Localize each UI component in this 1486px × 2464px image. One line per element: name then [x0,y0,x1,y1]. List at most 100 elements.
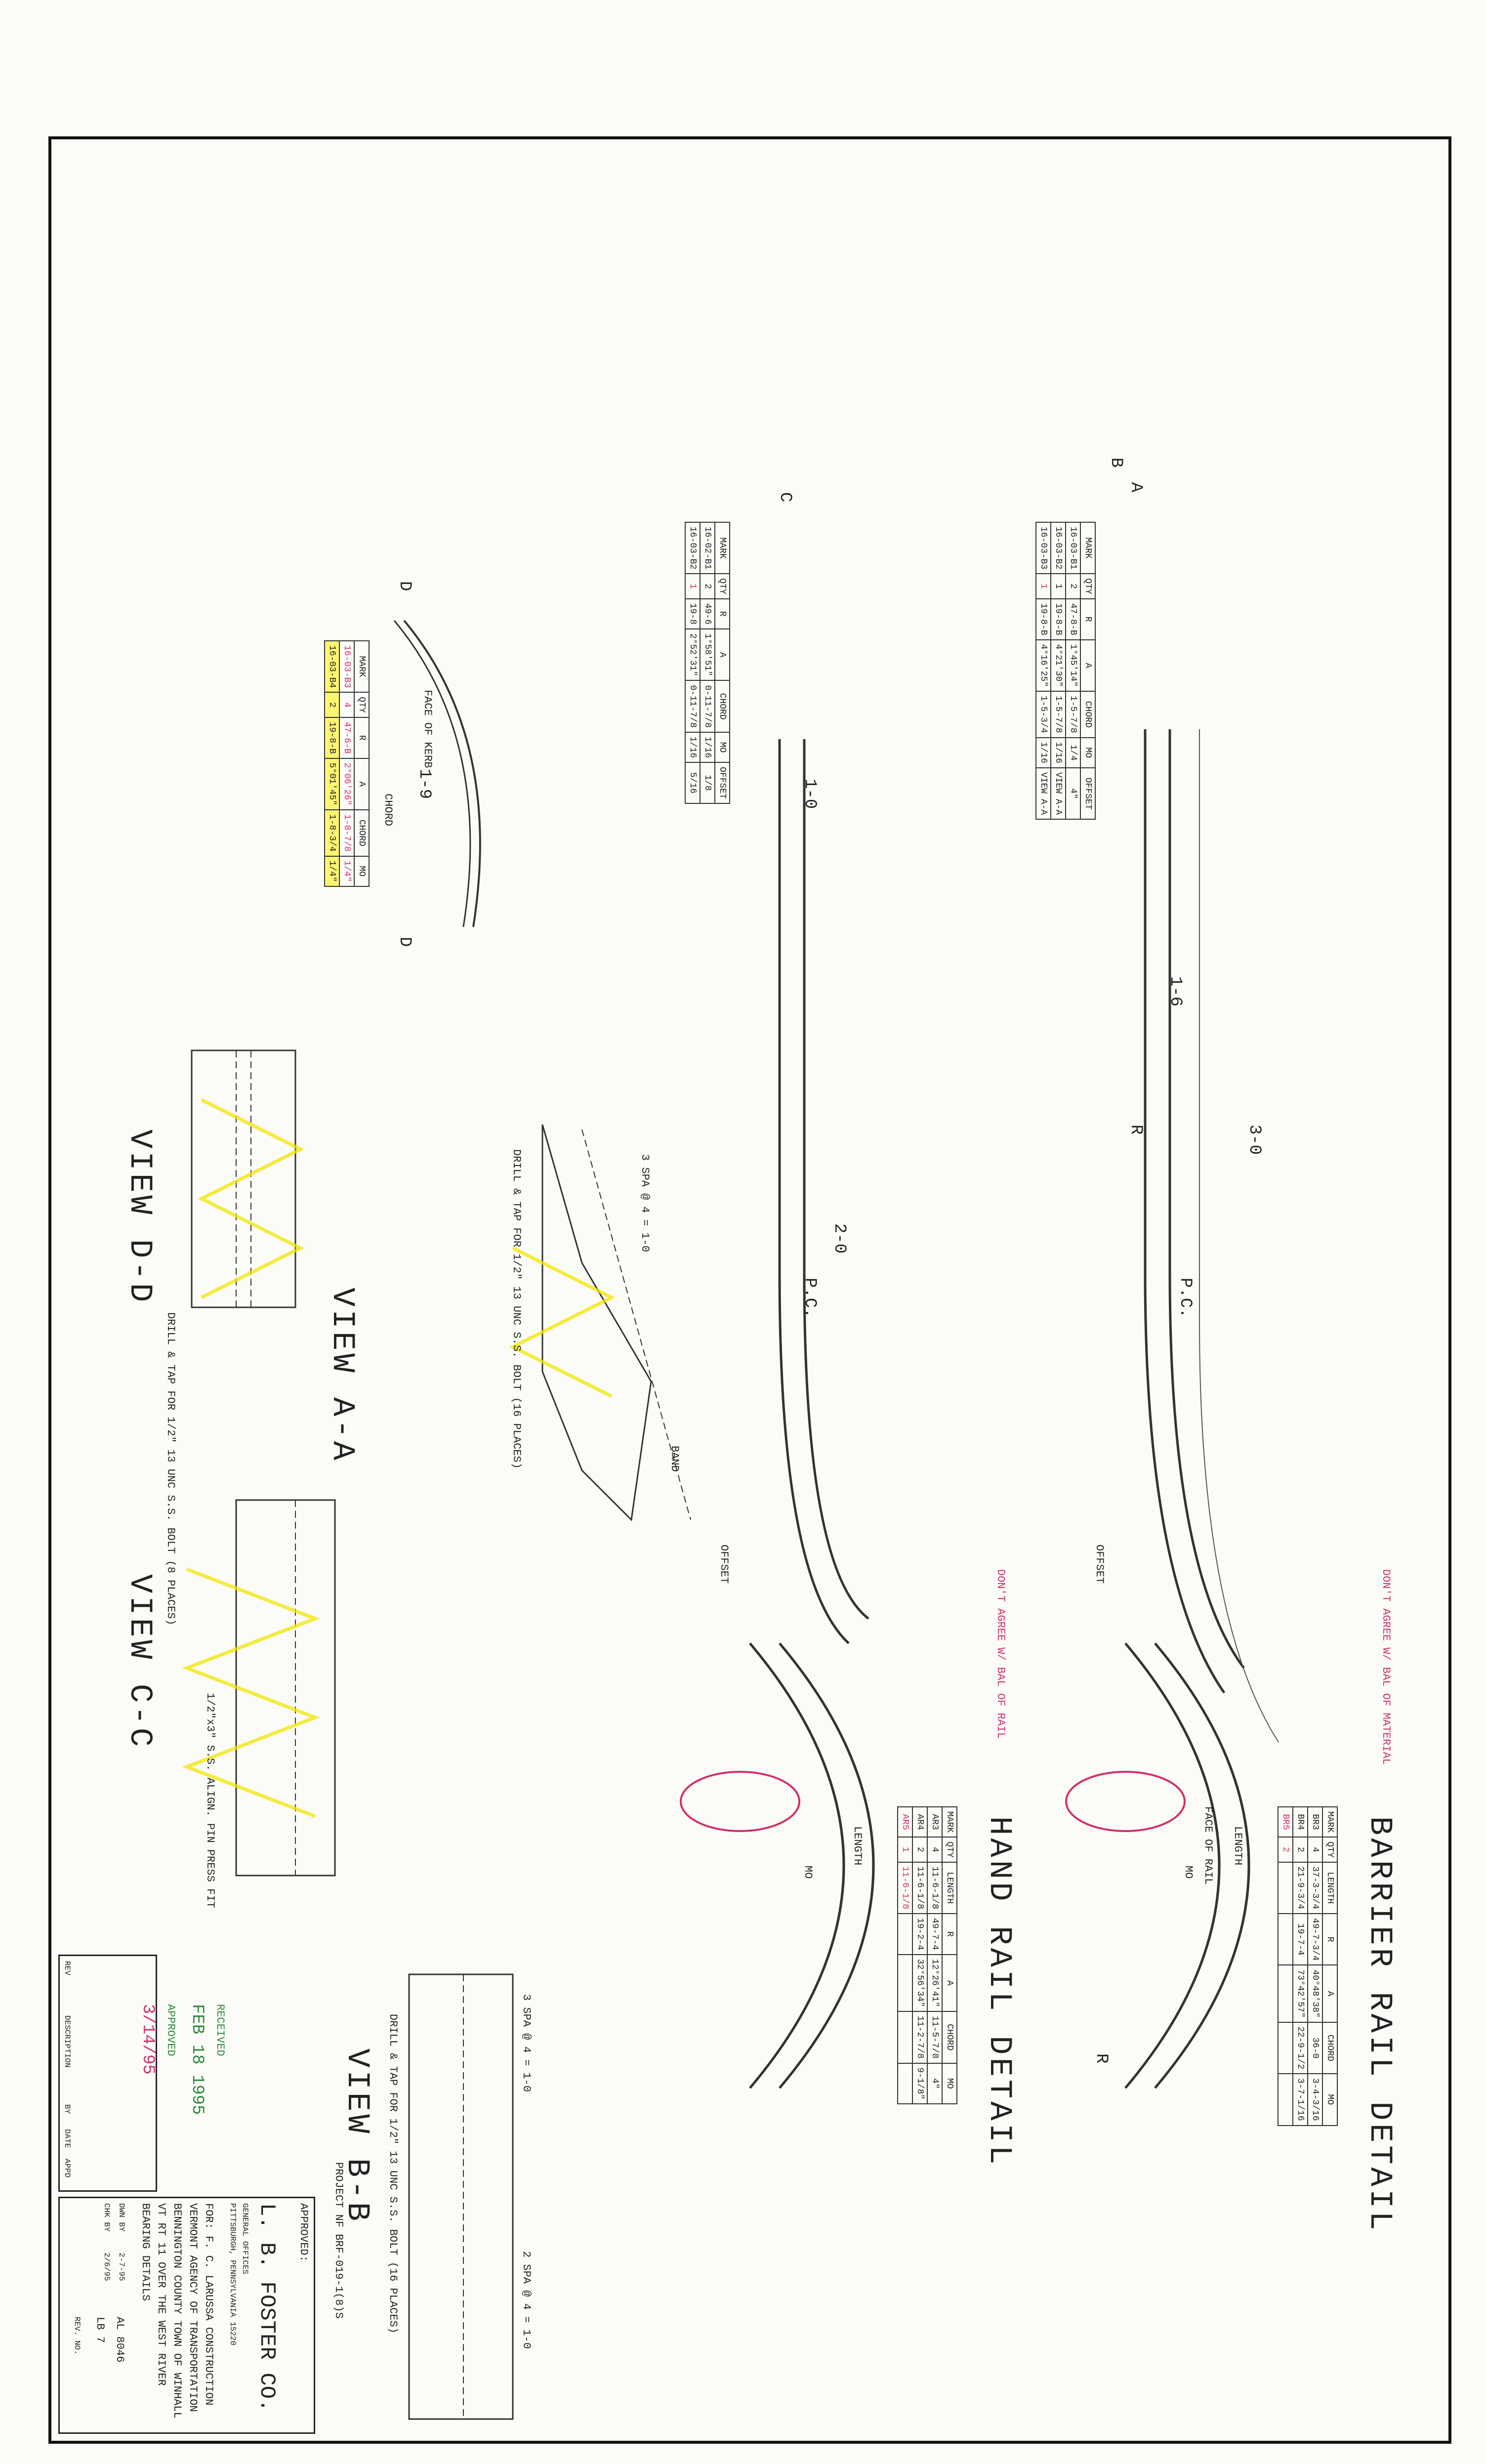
table-header: MARK [354,641,369,693]
spacing-note: 3 SPA @ 4 = 1-0 [520,1994,533,2092]
sheet-title: BEARING DETAILS [139,2203,152,2301]
pc-label: P.C. [1176,1278,1195,1318]
table-header: R [715,598,730,629]
face-of-rail-label: FACE OF RAIL [1202,1806,1214,1885]
spacing-note: 3 SPA @ 4 = 1-0 [639,1154,651,1253]
band-label: BAND [668,1446,681,1472]
dimension-label: 3-0 [1245,1125,1264,1155]
rev-no: REV. NO. [73,2317,82,2355]
revision-block: REV DESCRIPTION BY DATE APPD [58,1955,157,2192]
company-city: PITTSBURGH, PENNSYLVANIA 15220 [228,2203,237,2346]
pc-label: P.C. [800,1278,819,1318]
table-header: MARK [1322,1807,1337,1838]
section-mark-r: R [1092,2053,1111,2064]
drawing-linework [182,620,1279,2420]
table-header: R [1322,1914,1337,1965]
table-header: MARK [1080,522,1095,574]
date-1: 2-7-95 [117,2253,126,2281]
align-pin-note: 1/2"x3" S.S. ALIGN. PIN PRESS FIT [204,1693,216,1908]
dimension-label: 1-6 [1166,976,1185,1007]
company-office: GENERAL OFFICES [241,2203,249,2275]
view-d-d-label: VIEW D-D [122,1129,157,1305]
drill-note: DRILL & TAP FOR 1/2" 13 UNC S.S. BOLT (1… [510,1149,523,1469]
table-header: A [354,758,369,810]
length-label: LENGTH [1232,1826,1244,1866]
job-number: AL 8046 [114,2317,126,2363]
table-header: MO [354,856,369,886]
table-header: QTY [354,692,369,717]
project-note: PROJECT NF BRF-019-1(8)S [332,2162,345,2319]
table-header: OFFSET [715,762,730,803]
county: BENNINGTON COUNTY TOWN OF WINHALL [171,2203,183,2419]
markup-note: DON'T AGREE W/ BAL OF MATERIAL [1380,1569,1392,1765]
table-header: CHORD [1322,2022,1337,2074]
bridge: VT RT 11 OVER THE WEST RIVER [155,2203,167,2386]
table-header: CHORD [942,2011,957,2063]
dimension-label: 1-9 [415,769,434,799]
drawing-border [48,136,1451,2444]
view-c-c-label: VIEW C-C [122,1574,157,1750]
offset-label: OFFSET [718,1545,730,1584]
company-name: L. B. FOSTER CO. [254,2203,279,2412]
table-header: MARK [942,1807,957,1838]
checked-by: CHK BY [102,2203,111,2232]
date-2: 2/6/95 [102,2253,111,2281]
table-header: MO [1080,737,1095,768]
table-header: QTY [1080,574,1095,599]
table-header: R [942,1914,957,1955]
for-line: FOR: F. C. LARUSSA CONSTRUCTION [203,2203,215,2406]
approved-label: APPROVED: [297,2203,310,2262]
section-mark-a: A [1126,482,1145,493]
agency: VERMONT AGENCY OF TRANSPORTATION [187,2203,199,2412]
section-mark-d: D [395,937,414,947]
table-header: R [354,717,369,758]
dimension-label: 1-0 [800,779,819,809]
spacing-note: 2 SPA @ 4 = 1-0 [520,2251,533,2349]
table-header: QTY [942,1837,957,1862]
table-header: MO [715,732,730,763]
length-label: LENGTH [851,1826,864,1866]
view-a-a-label: VIEW A-A [324,1288,360,1463]
mo-label: MO [1182,1866,1195,1879]
table-header: LENGTH [1322,1862,1337,1914]
section-mark-b: B [1107,458,1125,468]
mo-label: MO [802,1866,814,1879]
table-header: LENGTH [942,1862,957,1914]
section-mark-d: D [395,581,414,591]
face-of-kerb-label: FACE OF KERB [421,690,434,768]
table-header: A [1322,1965,1337,2022]
table-header: CHORD [1080,691,1095,738]
title-block: APPROVED: L. B. FOSTER CO. GENERAL OFFIC… [58,2197,315,2434]
drawing-number: LB 7 [94,2317,106,2343]
table-header: CHORD [715,680,730,732]
table-header: R [1080,598,1095,640]
offset-label: OFFSET [1093,1545,1106,1584]
table-header: OFFSET [1080,767,1095,820]
table-header: A [1080,639,1095,692]
table-header: A [715,629,730,681]
table-header: MARK [715,522,730,574]
section-mark-c: C [776,492,794,502]
table-header: A [942,1954,957,2012]
markup-note: DON'T AGREE W/ BAL OF RAIL [994,1569,1007,1739]
table-header: QTY [1322,1837,1337,1862]
